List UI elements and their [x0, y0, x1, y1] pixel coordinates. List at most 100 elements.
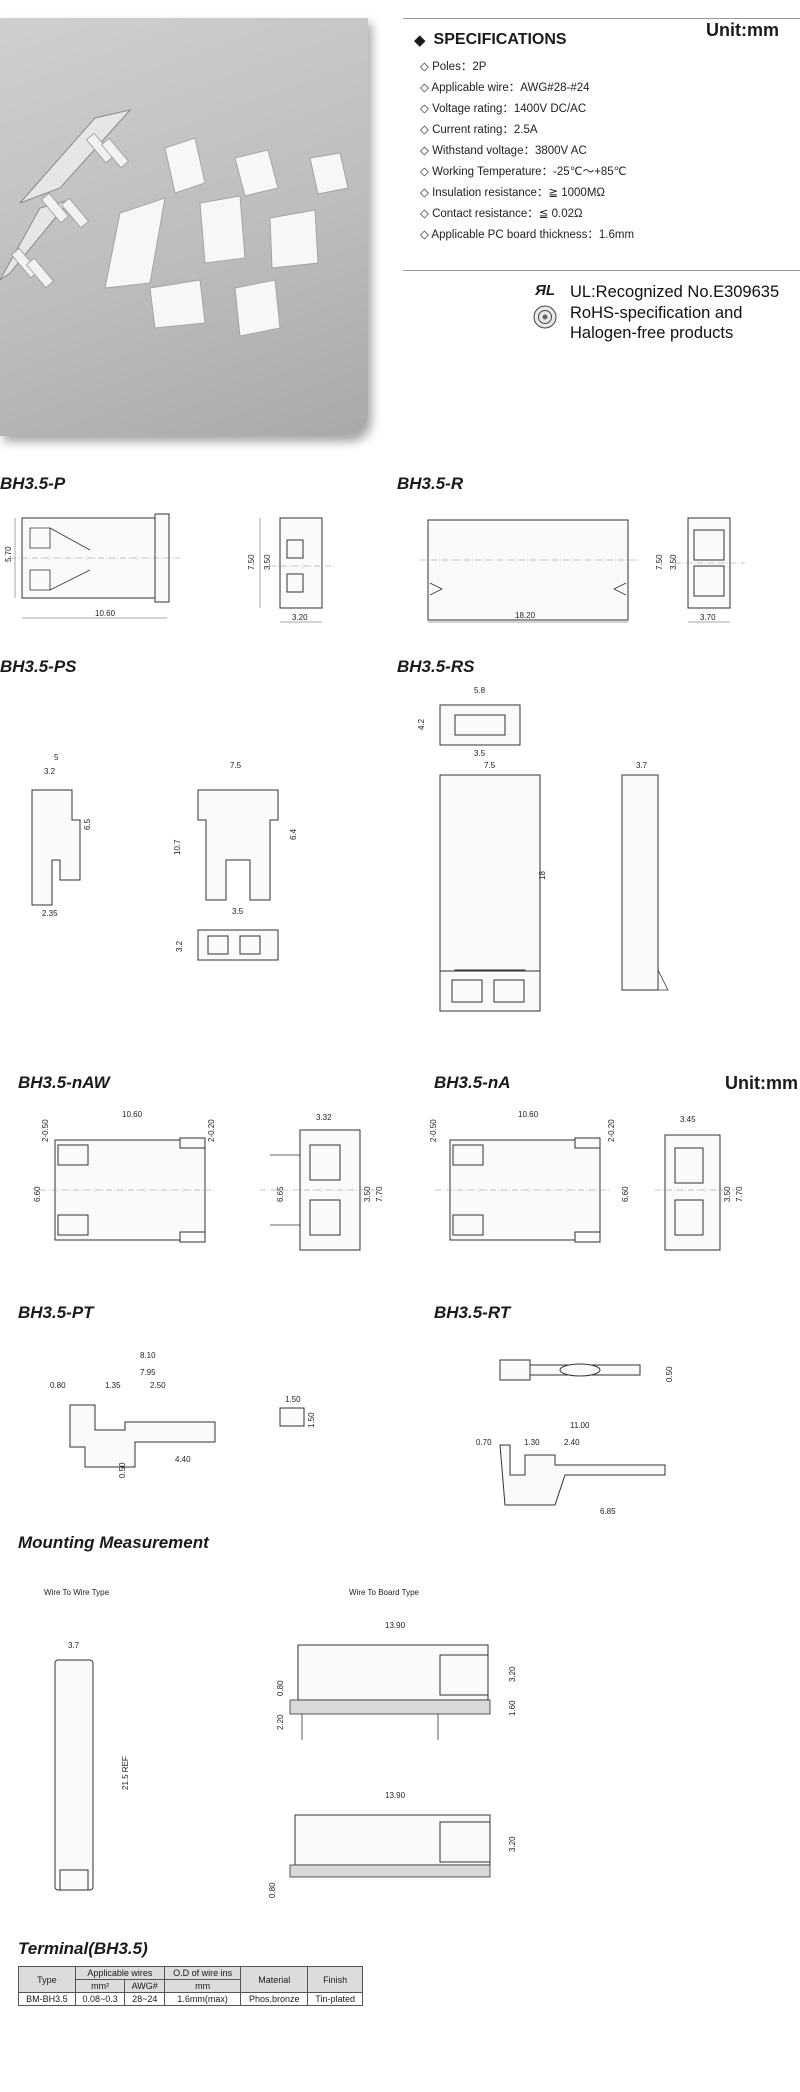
svg-text:0.80: 0.80: [276, 1680, 285, 1696]
diamond-icon: ◇: [420, 124, 429, 136]
specs-top-rule: [403, 18, 800, 19]
th-mm: mm: [163, 1979, 242, 1993]
specs-title: SPECIFICATIONS: [433, 31, 567, 48]
diamond-icon: ◇: [420, 208, 429, 220]
section-title-r: BH3.5-R: [397, 474, 464, 493]
svg-text:3.50: 3.50: [669, 554, 678, 570]
cell-mm2: 0.08~0.3: [74, 1992, 126, 2006]
svg-text:18: 18: [538, 871, 547, 880]
th-material: Material: [240, 1966, 309, 1993]
svg-text:5: 5: [54, 753, 59, 762]
spec-item: ◇ Voltage rating：1400V DC/AC: [420, 103, 587, 115]
cell-od: 1.6mm(max): [163, 1992, 242, 2006]
svg-text:0.80: 0.80: [268, 1882, 277, 1898]
terminal-table: Type Applicable wires O.D of wire ins Ma…: [18, 1966, 363, 2006]
w2w-label: Wire To Wire Type: [44, 1588, 110, 1597]
svg-text:1.30: 1.30: [524, 1438, 540, 1447]
svg-text:1.50: 1.50: [307, 1412, 316, 1428]
filled-diamond-icon: ◆: [414, 32, 426, 49]
svg-text:4.2: 4.2: [417, 718, 426, 730]
svg-text:13.90: 13.90: [385, 1621, 406, 1630]
svg-text:6.60: 6.60: [621, 1186, 630, 1202]
svg-text:7.5: 7.5: [484, 761, 496, 770]
diamond-icon: ◇: [420, 166, 429, 178]
drawings-naw-na: 10.60 2-0.50 2-0.20 6.60 3.32 6.65 3.50 …: [33, 1110, 744, 1251]
svg-text:3.50: 3.50: [723, 1186, 732, 1202]
section-title-pt: BH3.5-PT: [18, 1303, 94, 1322]
svg-text:3.50: 3.50: [363, 1186, 372, 1202]
svg-text:3.20: 3.20: [292, 613, 308, 622]
svg-text:6.60: 6.60: [33, 1186, 42, 1202]
svg-text:3.2: 3.2: [175, 940, 184, 952]
th-od: O.D of wire ins: [163, 1966, 242, 1980]
svg-text:3.50: 3.50: [263, 554, 272, 570]
svg-text:1.60: 1.60: [508, 1700, 517, 1716]
svg-text:5.8: 5.8: [474, 686, 486, 695]
svg-text:2-0.20: 2-0.20: [207, 1119, 216, 1142]
svg-text:3.20: 3.20: [508, 1666, 517, 1682]
section-title-naw: BH3.5-nAW: [18, 1073, 110, 1092]
ul-recognition: UL:Recognized No.E309635: [570, 283, 780, 301]
th-awg: AWG#: [124, 1979, 165, 1993]
svg-text:2.50: 2.50: [150, 1381, 166, 1390]
svg-text:2.20: 2.20: [276, 1714, 285, 1730]
th-finish: Finish: [307, 1966, 363, 1993]
drawing-rs-bottom: [439, 970, 541, 1012]
ul-mark-icon: ЯL: [535, 282, 556, 299]
diamond-icon: ◇: [420, 103, 429, 115]
svg-text:0.50: 0.50: [665, 1366, 674, 1382]
specs-heading: ◆ SPECIFICATIONS: [414, 31, 567, 49]
w2b-label: Wire To Board Type: [349, 1588, 419, 1597]
svg-text:3.45: 3.45: [680, 1115, 696, 1124]
svg-text:10.60: 10.60: [518, 1110, 539, 1119]
unit-label: Unit:mm: [706, 20, 779, 40]
svg-text:10.7: 10.7: [173, 839, 182, 855]
drawings-mount: 3.7 21.5 REF 13.90 0.80 3.20 2.20 1.60 1…: [54, 1621, 517, 1898]
th-mm2: mm²: [74, 1979, 126, 1993]
spec-item: ◇ Contact resistance：≦ 0.02Ω: [420, 208, 583, 220]
svg-text:3.32: 3.32: [316, 1113, 332, 1122]
specs-list: ◇ Poles：2P ◇ Applicable wire：AWG#28-#24 …: [420, 58, 780, 247]
svg-text:0.80: 0.80: [50, 1381, 66, 1390]
svg-text:2.35: 2.35: [42, 909, 58, 918]
unit-label-na: Unit:mm: [725, 1073, 798, 1093]
svg-text:6.5: 6.5: [83, 818, 92, 830]
svg-text:18.20: 18.20: [515, 611, 536, 620]
svg-text:3.5: 3.5: [474, 749, 486, 758]
spec-item: ◇ Applicable wire：AWG#28-#24: [420, 82, 590, 94]
svg-text:7.50: 7.50: [655, 554, 664, 570]
svg-text:6.85: 6.85: [600, 1507, 616, 1516]
th-applicable-wires: Applicable wires: [74, 1966, 165, 1980]
svg-text:8.10: 8.10: [140, 1351, 156, 1360]
svg-text:13.90: 13.90: [385, 1791, 406, 1800]
svg-text:11.00: 11.00: [570, 1421, 590, 1430]
svg-text:7.5: 7.5: [230, 761, 242, 770]
svg-text:3.5: 3.5: [232, 907, 244, 916]
svg-text:3.7: 3.7: [68, 1641, 80, 1650]
rohs-seal-icon: [533, 305, 557, 329]
svg-text:7.70: 7.70: [375, 1186, 384, 1202]
svg-text:7.50: 7.50: [247, 554, 256, 570]
spec-item: ◇ Poles：2P: [420, 61, 487, 73]
section-title-terminal: Terminal(BH3.5): [18, 1939, 148, 1958]
spec-item: ◇ Current rating：2.5A: [420, 124, 538, 136]
rohs-line-1: RoHS-specification and: [570, 304, 743, 322]
diamond-icon: ◇: [420, 145, 429, 157]
svg-text:2.40: 2.40: [564, 1438, 580, 1447]
diamond-icon: ◇: [420, 187, 429, 199]
spec-item: ◇ Working Temperature：-25℃～+85℃: [420, 166, 627, 178]
diamond-icon: ◇: [420, 82, 429, 94]
section-title-rs: BH3.5-RS: [397, 657, 475, 676]
section-title-p: BH3.5-P: [0, 474, 66, 493]
drawings-p-r: 5.70 10.60 7.50 3.50 3.20 18.20 7.50 3.5…: [4, 513, 745, 623]
svg-text:3.70: 3.70: [700, 613, 716, 622]
svg-text:2-0.20: 2-0.20: [607, 1119, 616, 1142]
spec-item: ◇ Applicable PC board thickness：1.6mm: [420, 229, 635, 241]
section-title-rt: BH3.5-RT: [434, 1303, 511, 1322]
svg-text:1.35: 1.35: [105, 1381, 121, 1390]
svg-text:3.7: 3.7: [636, 761, 648, 770]
svg-text:3.20: 3.20: [508, 1836, 517, 1852]
svg-text:4.40: 4.40: [175, 1455, 191, 1464]
spec-item: ◇ Withstand voltage：3800V AC: [420, 145, 587, 157]
svg-text:10.60: 10.60: [122, 1110, 143, 1119]
